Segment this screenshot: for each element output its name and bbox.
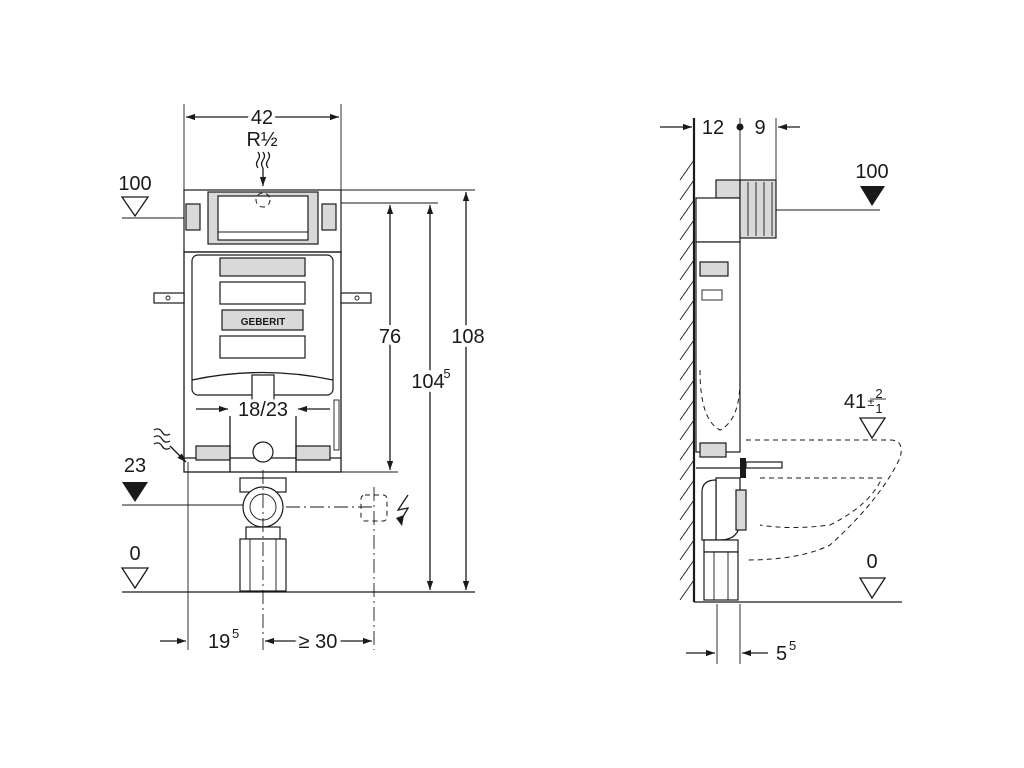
dimension-drain-spacing: 18/23	[196, 396, 330, 424]
dimension-height-108: 108	[447, 192, 489, 590]
svg-text:100: 100	[855, 161, 888, 183]
offset-left-exp: 5	[232, 626, 239, 641]
offset-right-label: ≥ 30	[299, 631, 338, 653]
electrical-connection-icon	[360, 487, 410, 650]
tol-minus: 1	[875, 401, 882, 416]
water-drain-icon	[153, 428, 187, 463]
height-mid-exp: 5	[443, 366, 450, 381]
dimension-bottom-side: 5 5	[686, 604, 796, 665]
side-view: 12 9 100 41 2 1	[660, 117, 902, 665]
floor-line-front: 0	[120, 543, 475, 593]
bottom-side-exp: 5	[789, 638, 796, 653]
dimension-width-42: 42	[183, 103, 342, 190]
level-100-marker: 100	[118, 173, 190, 219]
brand-label: GEBERIT	[241, 317, 285, 328]
level-23-marker: 23	[122, 455, 250, 506]
floor-line-side: 0	[694, 551, 902, 603]
dimension-height-76: 76	[341, 205, 405, 473]
bowl-level-label: 41	[844, 391, 866, 413]
bottom-side-base: 5	[776, 643, 787, 665]
svg-text:18/23: 18/23	[238, 399, 288, 421]
wall-hatch	[679, 118, 696, 602]
dimension-height-104-5: 104 5	[390, 202, 451, 590]
cistern-top	[183, 189, 475, 253]
svg-text:108: 108	[451, 326, 484, 348]
dimension-offsets-bottom: 19 5 ≥ 30	[160, 462, 372, 657]
level-100-side-marker: 100	[855, 161, 889, 206]
height-mid-label: 104	[411, 371, 444, 393]
depth-left-label: 12	[702, 117, 724, 139]
drain-bend-side	[701, 477, 747, 601]
svg-text:76: 76	[379, 326, 401, 348]
toilet-bowl-outline	[745, 439, 902, 561]
front-view: 42 R½ 100	[118, 103, 489, 657]
offset-left-base: 19	[208, 631, 230, 653]
cistern-side	[695, 179, 880, 478]
drain-pipe	[239, 470, 375, 650]
svg-text:0: 0	[866, 551, 877, 573]
level-41-marker: 41 2 1 ±	[844, 386, 887, 440]
svg-text:100: 100	[118, 173, 151, 195]
svg-text:23: 23	[124, 455, 146, 477]
svg-text:0: 0	[129, 543, 140, 565]
water-supply-icon	[255, 151, 271, 186]
cistern-frame: GEBERIT	[153, 251, 372, 473]
depth-right-label: 9	[754, 117, 765, 139]
width-dim-label: 42	[251, 107, 273, 129]
svg-text:±: ±	[867, 394, 874, 409]
tol-plus: 2	[875, 386, 882, 401]
thread-label: R½	[246, 129, 277, 151]
